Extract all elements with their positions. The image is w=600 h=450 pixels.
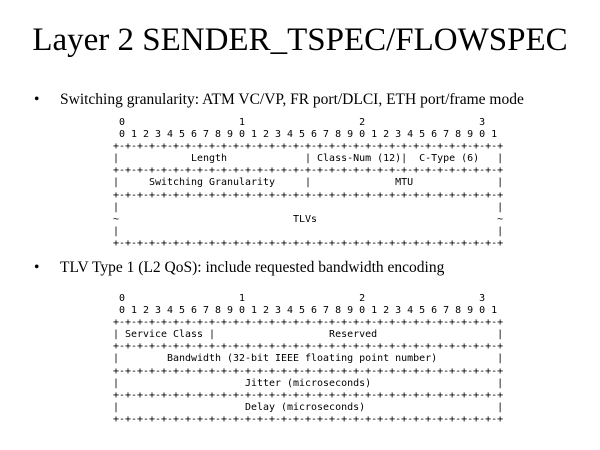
bullet-text: Switching granularity: ATM VC/VP, FR por… [60, 91, 524, 108]
diagram-line: | | [113, 225, 504, 237]
l2-qos-tlv-diagram: 0 1 2 3 0 1 2 3 4 5 6 7 8 9 0 1 2 3 4 5 … [113, 293, 503, 426]
diagram-line: 0 1 2 3 [113, 117, 486, 128]
bullet-tlv-type-1: • TLV Type 1 (L2 QoS): include requested … [34, 258, 444, 278]
slide-title: Layer 2 SENDER_TSPEC/FLOWSPEC [32, 22, 568, 58]
bullet-switching-granularity: • Switching granularity: ATM VC/VP, FR po… [34, 90, 524, 110]
diagram-line: +-+-+-+-+-+-+-+-+-+-+-+-+-+-+-+-+-+-+-+-… [113, 365, 504, 377]
diagram-line: 0 1 2 3 [113, 293, 486, 304]
diagram-line: +-+-+-+-+-+-+-+-+-+-+-+-+-+-+-+-+-+-+-+-… [113, 317, 504, 329]
diagram-line: | Switching Granularity | MTU | [113, 177, 504, 189]
bullet-icon: • [34, 259, 40, 276]
diagram-line: | Bandwidth (32-bit IEEE floating point … [113, 353, 504, 365]
diagram-line: | Length | Class-Num (12)| C-Type (6) | [113, 153, 504, 165]
diagram-line: +-+-+-+-+-+-+-+-+-+-+-+-+-+-+-+-+-+-+-+-… [113, 341, 504, 353]
diagram-line: | | [113, 201, 504, 213]
diagram-line: | Service Class | Reserved | [113, 329, 504, 341]
diagram-line: | Jitter (microseconds) | [113, 377, 504, 389]
bullet-text: TLV Type 1 (L2 QoS): include requested b… [60, 259, 445, 276]
diagram-line: +-+-+-+-+-+-+-+-+-+-+-+-+-+-+-+-+-+-+-+-… [113, 413, 504, 425]
diagram-line: 0 1 2 3 4 5 6 7 8 9 0 1 2 3 4 5 6 7 8 9 … [113, 129, 498, 141]
diagram-line: +-+-+-+-+-+-+-+-+-+-+-+-+-+-+-+-+-+-+-+-… [113, 237, 504, 249]
diagram-line: | Delay (microseconds) | [113, 401, 504, 413]
sender-tspec-packet-diagram: 0 1 2 3 0 1 2 3 4 5 6 7 8 9 0 1 2 3 4 5 … [113, 117, 503, 250]
diagram-line: ~ TLVs ~ [113, 213, 504, 225]
diagram-line: 0 1 2 3 4 5 6 7 8 9 0 1 2 3 4 5 6 7 8 9 … [113, 305, 498, 317]
diagram-line: +-+-+-+-+-+-+-+-+-+-+-+-+-+-+-+-+-+-+-+-… [113, 189, 504, 201]
bullet-icon: • [34, 91, 40, 108]
diagram-line: +-+-+-+-+-+-+-+-+-+-+-+-+-+-+-+-+-+-+-+-… [113, 165, 504, 177]
diagram-line: +-+-+-+-+-+-+-+-+-+-+-+-+-+-+-+-+-+-+-+-… [113, 141, 504, 153]
diagram-line: +-+-+-+-+-+-+-+-+-+-+-+-+-+-+-+-+-+-+-+-… [113, 389, 504, 401]
